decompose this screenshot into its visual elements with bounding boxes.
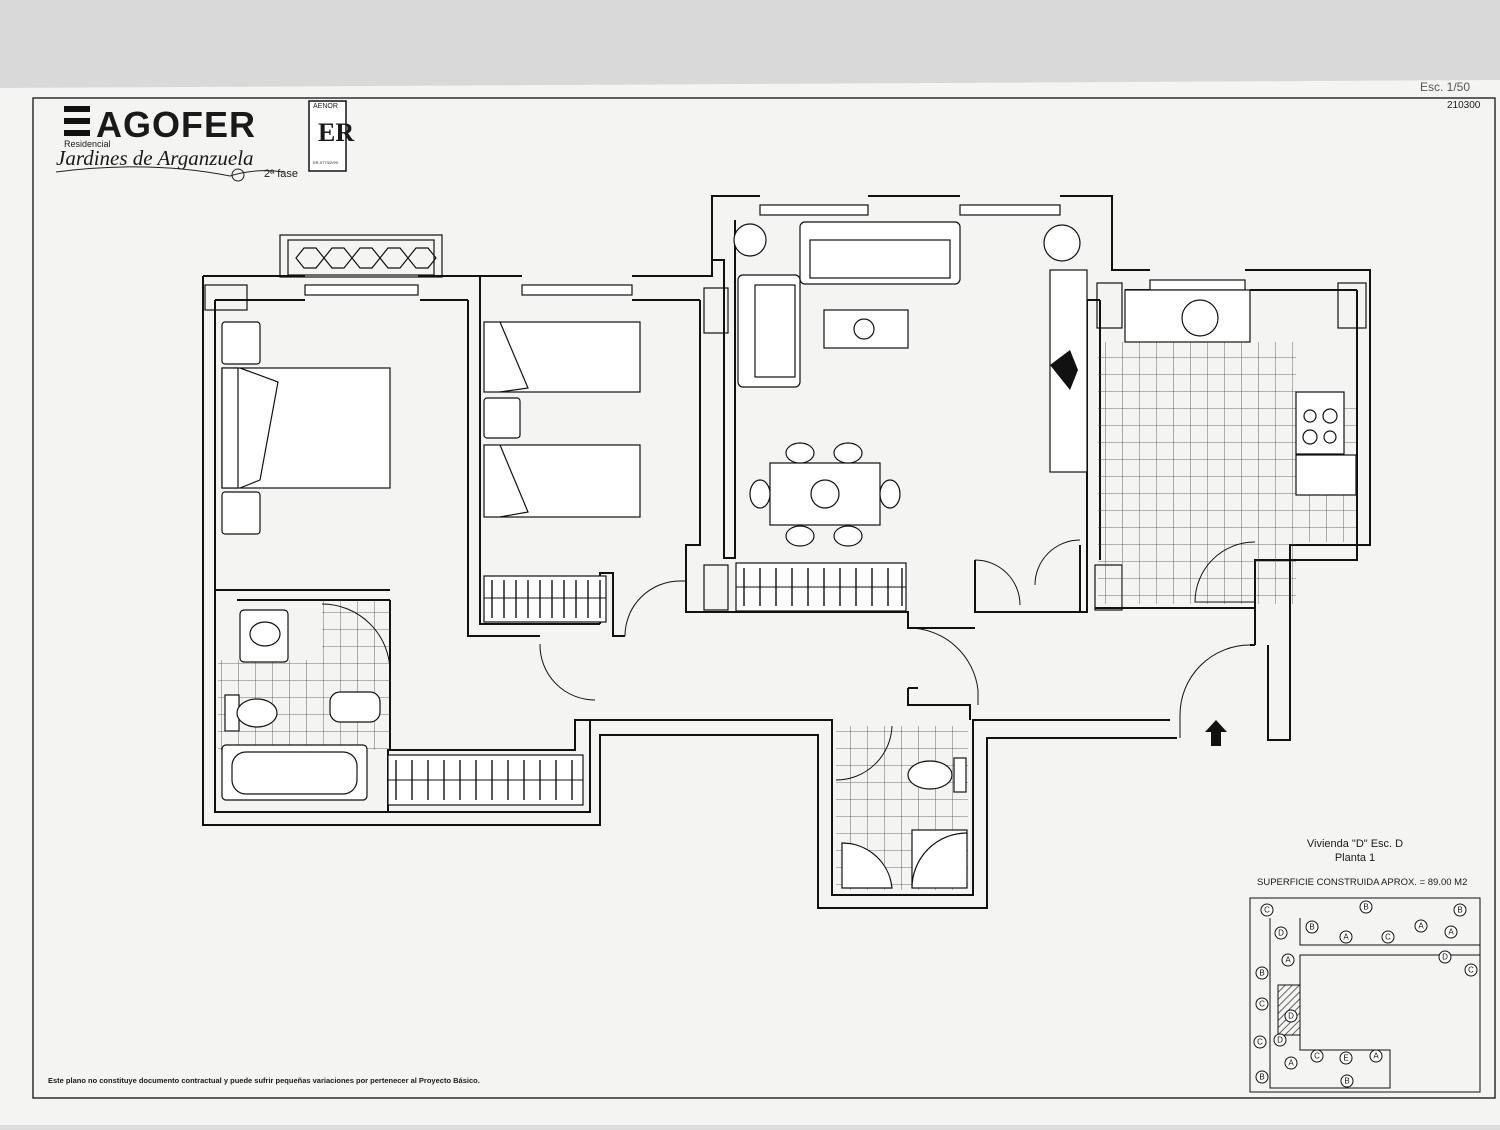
area-label: SUPERFICIE CONSTRUIDA APROX. = 89.00 M2 [1257, 877, 1468, 888]
key-plan-marker [1453, 903, 1467, 917]
twin-beds [483, 321, 641, 518]
key-plan-label: C [1314, 1052, 1320, 1061]
brand-name: AGOFER [96, 104, 257, 145]
key-plan-label: B [1344, 1077, 1349, 1086]
key-plan-marker [1438, 950, 1452, 964]
key-plan-label: A [1288, 1059, 1294, 1068]
kitchen [1098, 289, 1357, 604]
logo-flower-icon [231, 168, 245, 182]
bathroom-main [218, 600, 391, 801]
tv-icon [1050, 350, 1078, 390]
key-plan-marker [1381, 930, 1395, 944]
key-plan-label: B [1259, 1073, 1264, 1082]
key-plan-marker [1310, 1049, 1324, 1063]
key-plan-marker [1340, 1074, 1354, 1088]
key-plan-marker [1339, 930, 1353, 944]
key-plan-marker [1305, 920, 1319, 934]
key-plan-label: C [1264, 906, 1270, 915]
key-plan-label: D [1442, 953, 1448, 962]
walls [202, 195, 1371, 909]
key-plan-marker [1444, 925, 1458, 939]
key-plan-marker [1255, 966, 1269, 980]
bathroom-secondary [835, 725, 968, 890]
key-plan-label: B [1309, 923, 1314, 932]
key-plan-label: B [1457, 906, 1462, 915]
key-plan-marker [1339, 1051, 1353, 1065]
agofer-logo-icon [64, 106, 90, 136]
project-name: Jardines de Arganzuela [56, 146, 254, 170]
key-plan-marker [1255, 997, 1269, 1011]
columns [204, 282, 1367, 611]
key-plan-label: C [1385, 933, 1391, 942]
drawing-code: 210300 [1447, 100, 1481, 111]
key-plan-label: A [1285, 956, 1291, 965]
key-plan-label: B [1259, 969, 1264, 978]
windows [304, 204, 1246, 296]
disclaimer: Este plano no constituye documento contr… [48, 1076, 480, 1085]
key-plan-label: B [1363, 903, 1368, 912]
living-furniture [733, 221, 1088, 547]
key-plan [1249, 897, 1481, 1093]
key-plan-marker [1464, 963, 1478, 977]
brand-subtitle: Residencial [64, 139, 111, 149]
project-phase: 2ª fase [264, 168, 299, 180]
key-plan-label: D [1277, 1036, 1283, 1045]
key-plan-label: D [1288, 1012, 1294, 1021]
floor-label: Planta 1 [1334, 852, 1376, 864]
cert-mark: ER [318, 118, 355, 147]
door-swings [539, 539, 1251, 738]
key-plan-marker [1260, 903, 1274, 917]
key-plan-label: C [1257, 1038, 1263, 1047]
key-plan-marker [1253, 1035, 1267, 1049]
key-plan-label: D [1278, 929, 1284, 938]
key-plan-marker [1284, 1009, 1298, 1023]
key-plan-label: A [1448, 928, 1454, 937]
entrance-arrow-icon [1205, 720, 1227, 746]
key-plan-label: C [1468, 966, 1474, 975]
logo-swoosh-icon [55, 166, 285, 177]
key-plan-label: A [1373, 1052, 1379, 1061]
terrace [279, 234, 443, 278]
sheet-border [32, 97, 1496, 1099]
key-plan-label: A [1343, 933, 1349, 942]
key-plan-label: E [1343, 1054, 1348, 1063]
key-plan-marker [1359, 900, 1373, 914]
key-plan-marker [1284, 1056, 1298, 1070]
key-plan-marker [1255, 1070, 1269, 1084]
key-plan-marker [1273, 1033, 1287, 1047]
key-plan-marker [1281, 953, 1295, 967]
double-bed [221, 321, 391, 535]
wardrobe-hangers [388, 568, 906, 800]
key-plan-labels: C D B A B C A B A C A D C B C D D A C E A B B [1253, 900, 1478, 1088]
scale-label: Esc. 1/50 [1420, 80, 1471, 94]
key-plan-label: A [1418, 922, 1424, 931]
cert-number: ER-0773/2/99 [313, 160, 338, 165]
key-plan-marker [1274, 926, 1288, 940]
key-plan-label: C [1259, 1000, 1265, 1009]
unit-title: Vivienda "D" Esc. D [1306, 838, 1404, 850]
aenor-seal [308, 100, 347, 172]
key-plan-marker [1369, 1049, 1383, 1063]
key-plan-marker [1414, 919, 1428, 933]
cert-top-label: AENOR [313, 103, 338, 110]
